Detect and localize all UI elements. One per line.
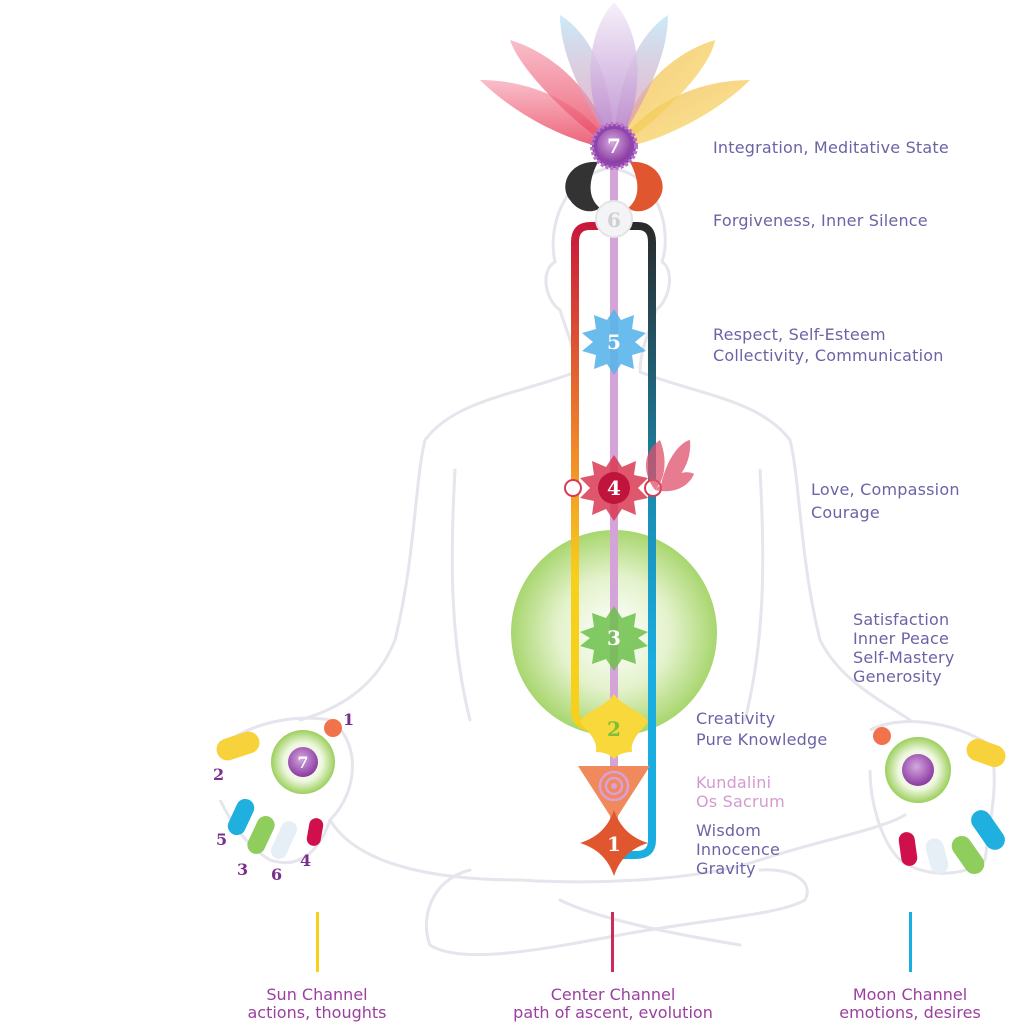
chakra-3-label: Satisfaction Inner Peace Self-Mastery Ge…	[853, 610, 955, 686]
chakra-5-label: Respect, Self-Esteem Collectivity, Commu…	[713, 325, 944, 365]
chakra-4-label: Love, Compassion Courage	[811, 480, 960, 522]
left-hand-number-5: 5	[216, 830, 228, 849]
chakra-5	[582, 309, 646, 375]
chakra-2-number: 2	[607, 717, 621, 741]
chakra-1	[580, 810, 648, 876]
chakra-2	[580, 694, 648, 760]
chakra-3	[580, 606, 648, 671]
kundalini-label: Kundalini Os Sacrum	[696, 773, 785, 811]
moon-channel-marker	[909, 912, 912, 972]
left-hand-number-1: 1	[343, 710, 355, 729]
left-hand-number-6: 6	[271, 865, 283, 884]
right-hand-outline	[868, 720, 996, 875]
center-channel-marker	[611, 912, 614, 972]
right-hand-centers	[873, 727, 1006, 875]
sun-channel-name: Sun Channel	[266, 985, 368, 1004]
chakra-7-number: 7	[607, 134, 621, 158]
chakra-7	[590, 122, 638, 170]
chakra-5-number: 5	[607, 330, 621, 354]
left-hand-number-4: 4	[300, 851, 312, 870]
chakra-7-label: Integration, Meditative State	[713, 138, 949, 157]
chakra-1-label: Wisdom Innocence Gravity	[696, 821, 781, 878]
sun-channel-desc: actions, thoughts	[247, 1003, 387, 1022]
crown-lotus	[480, 2, 750, 150]
chakra-6-label: Forgiveness, Inner Silence	[713, 211, 928, 230]
heart-lotus	[645, 440, 694, 492]
kundalini-triangle	[578, 766, 650, 822]
chakra-3-number: 3	[607, 626, 621, 650]
right-crescent	[628, 161, 663, 212]
moon-channel	[616, 222, 656, 859]
left-crescent	[565, 161, 600, 212]
sun-channel-marker	[316, 912, 319, 972]
center-channel-desc: path of ascent, evolution	[513, 1003, 713, 1022]
moon-channel-desc: emotions, desires	[839, 1003, 981, 1022]
left-hand-number-2: 2	[213, 765, 225, 784]
left-hand-number-3: 3	[237, 860, 249, 879]
center-channel-name: Center Channel	[550, 985, 676, 1004]
chakra-1-number: 1	[607, 832, 621, 856]
chakra-4-number: 4	[607, 476, 621, 500]
chakra-6	[595, 200, 633, 238]
moon-channel-label: Moon Channel emotions, desires	[810, 986, 1010, 1022]
left-hand-centers	[216, 719, 342, 859]
sun-channel-label: Sun Channel actions, thoughts	[217, 986, 417, 1022]
left-palm-number: 7	[297, 753, 308, 772]
chakra-6-number: 6	[607, 208, 621, 232]
moon-channel-name: Moon Channel	[852, 985, 968, 1004]
center-channel-label: Center Channel path of ascent, evolution	[483, 986, 743, 1022]
chakra-2-label: Creativity Pure Knowledge	[696, 709, 828, 749]
